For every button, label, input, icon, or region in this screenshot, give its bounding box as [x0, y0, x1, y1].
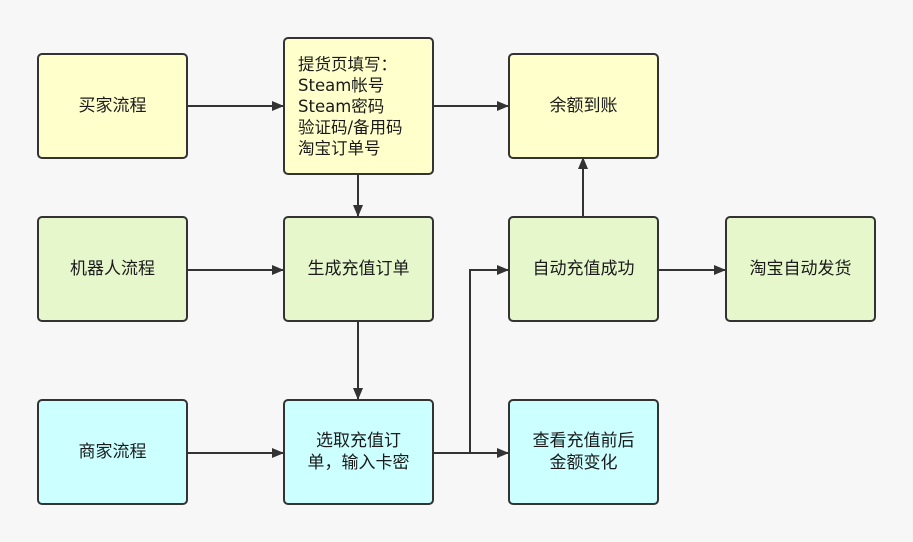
node-auto-recharge-success: 自动充值成功	[508, 216, 659, 322]
edge-select-to-success	[434, 265, 509, 454]
node-balance-arrived: 余额到账	[508, 53, 659, 159]
node-check-balance: 查看充值前后 金额变化	[508, 399, 659, 505]
node-select-order: 选取充值订 单，输入卡密	[283, 399, 434, 505]
node-buyer-flow: 买家流程	[37, 53, 188, 159]
node-taobao-auto-ship: 淘宝自动发货	[725, 216, 876, 322]
node-create-order: 生成充值订单	[283, 216, 434, 322]
node-pickup-form: 提货页填写： Steam帐号 Steam密码 验证码/备用码 淘宝订单号	[283, 37, 434, 175]
node-robot-flow: 机器人流程	[37, 216, 188, 322]
node-merchant-flow: 商家流程	[37, 399, 188, 505]
